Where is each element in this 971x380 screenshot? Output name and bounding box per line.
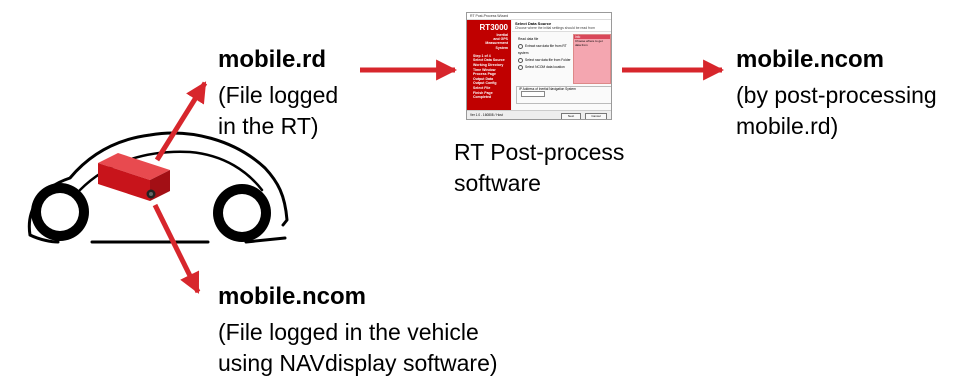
step-item[interactable]: Working Directory <box>473 63 504 67</box>
step-item[interactable]: Finish Page <box>473 90 493 95</box>
rd-file-label: mobile.rd <box>218 46 327 73</box>
wizard-header-sub: Choose where the initial settings should… <box>515 26 595 30</box>
front-wheel <box>31 183 89 241</box>
step-item[interactable]: Time Window <box>473 67 496 72</box>
info-head: Info <box>574 35 610 39</box>
ip-address-group: IP Address of Inertial Navigation System <box>516 86 611 104</box>
next-button[interactable]: Next <box>561 112 581 119</box>
arrow-to-rd <box>154 81 208 162</box>
wizard-sidebar: RT3000 Inertial and GPS Measurement Syst… <box>467 20 511 111</box>
processed-ncom-label: mobile.ncom <box>736 46 885 73</box>
brand-sub-1: Inertial <box>496 33 508 37</box>
software-line2: software <box>454 170 541 196</box>
window-title: RT Post-Process Wizard <box>467 13 611 20</box>
vehicle-ncom-line1: (File logged in the vehicle <box>218 319 479 345</box>
vehicle-ncom-label: mobile.ncom <box>218 283 367 310</box>
vehicle-ncom-line2: using NAVdisplay software) <box>218 350 498 376</box>
step-item[interactable]: Completed <box>473 95 492 100</box>
brand-sub-4: System <box>495 45 508 50</box>
wizard-header-title: Select Data Source <box>515 21 552 26</box>
rd-desc-line1: (File logged <box>218 82 339 108</box>
ip-label: IP Address of Inertial Navigation System <box>519 87 576 91</box>
cancel-button[interactable]: Cancel <box>585 112 607 119</box>
arrow-to-vehicle-ncom <box>152 203 201 294</box>
footer-text: Ver 1.0 - 160808 / Host <box>470 113 503 117</box>
info-box: Info Choose where to get data from <box>573 34 611 84</box>
ip-select[interactable] <box>521 91 545 97</box>
brand-sub-3: Measurement <box>485 41 508 46</box>
step-counter: Step 1 of 4 <box>473 53 491 58</box>
source-option[interactable]: Select NCOM data location <box>516 64 571 71</box>
wizard-main: Select Data Source Choose where the init… <box>512 20 611 111</box>
rt-device <box>98 153 170 201</box>
info-text: Choose where to get data from <box>575 39 603 47</box>
step-item[interactable]: Process Page <box>473 72 496 77</box>
brand-logo: RT3000 <box>479 23 508 32</box>
group-label: Read data file <box>518 37 539 41</box>
step-item[interactable]: Output Data <box>473 76 494 81</box>
processed-line2: mobile.rd) <box>736 113 839 139</box>
software-line1: RT Post-process <box>454 139 625 165</box>
car-outline <box>27 131 289 244</box>
source-option[interactable]: Select raw data file from Folder <box>516 57 571 64</box>
rd-desc-line2: in the RT) <box>218 113 319 139</box>
brand-sub-2: and GPS <box>493 37 508 42</box>
step-item[interactable]: Select File <box>473 85 491 90</box>
read-data-group: Read data file Extract raw data file fro… <box>516 36 571 80</box>
processed-line1: (by post-processing <box>736 82 937 108</box>
wizard-footer: Ver 1.0 - 160808 / Host Next Cancel <box>467 110 611 119</box>
step-item[interactable]: Select Data Source <box>473 58 505 63</box>
post-process-screenshot: RT Post-Process Wizard RT3000 Inertial a… <box>466 12 612 120</box>
source-option[interactable]: Extract raw data file from RT system <box>518 43 567 55</box>
step-item[interactable]: Output Config <box>473 81 497 86</box>
rear-wheel <box>213 184 271 242</box>
